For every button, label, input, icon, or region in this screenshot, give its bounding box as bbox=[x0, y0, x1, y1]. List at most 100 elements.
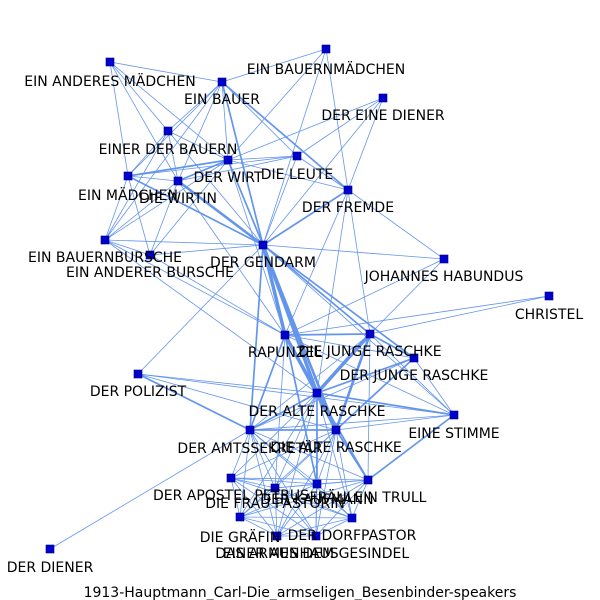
node-der-kaufmann[interactable] bbox=[312, 479, 322, 489]
node-die-junge-raschke[interactable] bbox=[365, 329, 375, 339]
node-die-alte-raschke[interactable] bbox=[331, 425, 341, 435]
node-der-apostel-petrus[interactable] bbox=[226, 473, 236, 483]
edge-der-junge-raschke-die-alte-raschke bbox=[335, 357, 415, 431]
edge-die-junge-raschke-der-amtssekretaer bbox=[249, 333, 371, 431]
edge-ein-bauernmaedchen-der-wirt bbox=[227, 48, 327, 161]
edge-fraeulein-trull-einer-aus-dem-gesindel bbox=[315, 479, 369, 537]
node-label-der-kaufmann: DER KAUFMANN bbox=[260, 492, 373, 508]
edge-die-wirtin-der-gendarm bbox=[176, 179, 265, 247]
edge-johannes-habundus-rapunzel bbox=[284, 258, 445, 336]
edge-fraeulein-trull-die-graefin bbox=[239, 479, 369, 518]
node-die-frau-pastorin[interactable] bbox=[270, 483, 280, 493]
edge-die-junge-raschke-der-alte-raschke bbox=[315, 332, 372, 395]
edge-eine-stimme-die-alte-raschke bbox=[335, 414, 455, 431]
edge-die-graefin-der-dorfpastor bbox=[239, 516, 353, 519]
node-label-der-dorfpastor: DER DORFPASTOR bbox=[288, 528, 417, 544]
node-der-junge-raschke[interactable] bbox=[409, 353, 419, 363]
node-christel[interactable] bbox=[544, 291, 554, 301]
graph-caption: 1913-Hauptmann_Carl-Die_armseligen_Besen… bbox=[84, 585, 517, 600]
node-label-ein-anderes-maedchen: EIN ANDERES MÄDCHEN bbox=[24, 72, 196, 90]
node-der-dorfpastor[interactable] bbox=[347, 513, 357, 523]
node-der-diener[interactable] bbox=[45, 544, 55, 554]
edge-der-polizist-der-amtssekretaer bbox=[137, 373, 251, 431]
node-der-amtssekretaer[interactable] bbox=[245, 425, 255, 435]
edge-ein-bauer-ein-bauernbursche bbox=[104, 81, 223, 241]
node-label-die-alte-raschke: DIE ALTE RASCHKE bbox=[270, 440, 401, 456]
edge-ein-maedchen-die-wirtin bbox=[127, 175, 179, 182]
edge-der-wirt-der-fremde bbox=[227, 159, 349, 191]
node-label-fraeulein-trull: FRÄULEIN TRULL bbox=[310, 488, 427, 506]
edge-der-wirt-der-gendarm bbox=[227, 159, 264, 246]
edge-der-apostel-petrus-der-dorfpastor bbox=[230, 477, 353, 519]
edge-rapunzel-der-kaufmann bbox=[284, 334, 318, 485]
node-die-graefin[interactable] bbox=[235, 512, 245, 522]
edge-der-apostel-petrus-das-armenhaus bbox=[230, 477, 278, 537]
edge-die-graefin-das-armenhaus bbox=[239, 516, 278, 537]
node-label-der-fremde: DER FREMDE bbox=[302, 200, 394, 216]
edge-ein-bauer-die-leute bbox=[221, 81, 298, 157]
node-eine-stimme[interactable] bbox=[449, 410, 459, 420]
node-der-polizist[interactable] bbox=[133, 369, 143, 379]
edge-die-wirtin-ein-anderer-bursche bbox=[149, 180, 179, 256]
node-label-der-wirt: DER WIRT bbox=[193, 170, 262, 186]
node-ein-maedchen[interactable] bbox=[123, 171, 133, 181]
node-der-alte-raschke[interactable] bbox=[312, 388, 322, 398]
edge-der-polizist-eine-stimme bbox=[137, 373, 455, 416]
edge-der-junge-raschke-der-amtssekretaer bbox=[249, 357, 415, 431]
edge-ein-maedchen-ein-anderer-bursche bbox=[127, 175, 151, 256]
node-einer-aus-dem-gesindel[interactable] bbox=[311, 531, 321, 541]
node-einer-der-bauern[interactable] bbox=[163, 126, 173, 136]
edge-die-frau-pastorin-der-dorfpastor bbox=[274, 487, 353, 519]
node-label-die-wirtin: DIE WIRTIN bbox=[139, 191, 217, 207]
node-layer bbox=[45, 44, 554, 554]
node-label-christel: CHRISTEL bbox=[515, 307, 583, 323]
node-ein-bauer[interactable] bbox=[217, 77, 227, 87]
node-ein-bauernmaedchen[interactable] bbox=[321, 44, 331, 54]
edge-der-polizist-der-alte-raschke bbox=[137, 373, 318, 394]
edge-johannes-habundus-die-junge-raschke bbox=[369, 258, 445, 335]
edge-der-fremde-der-gendarm bbox=[262, 189, 349, 246]
edge-eine-stimme-fraeulein-trull bbox=[367, 414, 455, 481]
edge-der-wirt-ein-maedchen bbox=[127, 159, 229, 177]
edge-der-gendarm-eine-stimme bbox=[262, 244, 455, 416]
edge-der-gendarm-johannes-habundus bbox=[262, 244, 445, 260]
node-label-einer-aus-dem-gesindel: EINER AUS DEM GESINDEL bbox=[223, 546, 410, 562]
node-label-der-diener: DER DIENER bbox=[7, 560, 94, 576]
node-label-der-apostel-petrus: DER APOSTEL PETRUS bbox=[153, 488, 309, 504]
edge-ein-anderes-maedchen-ein-maedchen bbox=[109, 61, 129, 177]
edge-ein-bauernmaedchen-ein-bauer bbox=[221, 48, 327, 83]
edge-der-kaufmann-einer-aus-dem-gesindel bbox=[315, 483, 318, 537]
node-der-wirt[interactable] bbox=[223, 155, 233, 165]
node-ein-anderes-maedchen[interactable] bbox=[105, 57, 115, 67]
edge-ein-bauer-der-wirt bbox=[221, 81, 229, 161]
edge-der-amtssekretaer-das-armenhaus bbox=[249, 429, 278, 537]
node-rapunzel[interactable] bbox=[280, 330, 290, 340]
edge-einer-der-bauern-der-gendarm bbox=[167, 130, 264, 246]
node-ein-anderer-bursche[interactable] bbox=[145, 250, 155, 260]
node-johannes-habundus[interactable] bbox=[439, 254, 449, 264]
edge-die-junge-raschke-fraeulein-trull bbox=[367, 333, 371, 481]
edge-der-eine-diener-der-fremde bbox=[347, 97, 384, 191]
node-fraeulein-trull[interactable] bbox=[363, 475, 373, 485]
edge-einer-der-bauern-die-wirtin bbox=[167, 130, 179, 182]
node-die-wirtin[interactable] bbox=[173, 176, 183, 186]
edge-ein-anderes-maedchen-die-wirtin bbox=[109, 61, 179, 182]
node-der-fremde[interactable] bbox=[343, 185, 353, 195]
node-ein-bauernbursche[interactable] bbox=[100, 235, 110, 245]
edge-rapunzel-die-frau-pastorin bbox=[274, 334, 286, 489]
node-der-gendarm[interactable] bbox=[258, 240, 268, 250]
edge-der-apostel-petrus-der-kaufmann bbox=[230, 477, 318, 485]
node-label-der-gendarm: DER GENDARM bbox=[210, 255, 316, 271]
edge-der-polizist-die-alte-raschke bbox=[137, 373, 337, 431]
edge-ein-bauernmaedchen-der-fremde bbox=[325, 48, 349, 191]
node-die-leute[interactable] bbox=[292, 151, 302, 161]
node-label-ein-maedchen: EIN MÄDCHEN bbox=[78, 186, 178, 204]
edge-ein-anderes-maedchen-ein-bauer bbox=[109, 61, 223, 83]
node-das-armenhaus[interactable] bbox=[272, 531, 282, 541]
edge-der-wirt-rapunzel bbox=[227, 159, 286, 336]
node-label-das-armenhaus: DAS ARMENHAUS bbox=[215, 546, 339, 562]
edge-rapunzel-die-junge-raschke bbox=[284, 333, 371, 336]
edge-ein-bauernbursche-rapunzel bbox=[104, 239, 286, 336]
node-der-eine-diener[interactable] bbox=[378, 93, 388, 103]
